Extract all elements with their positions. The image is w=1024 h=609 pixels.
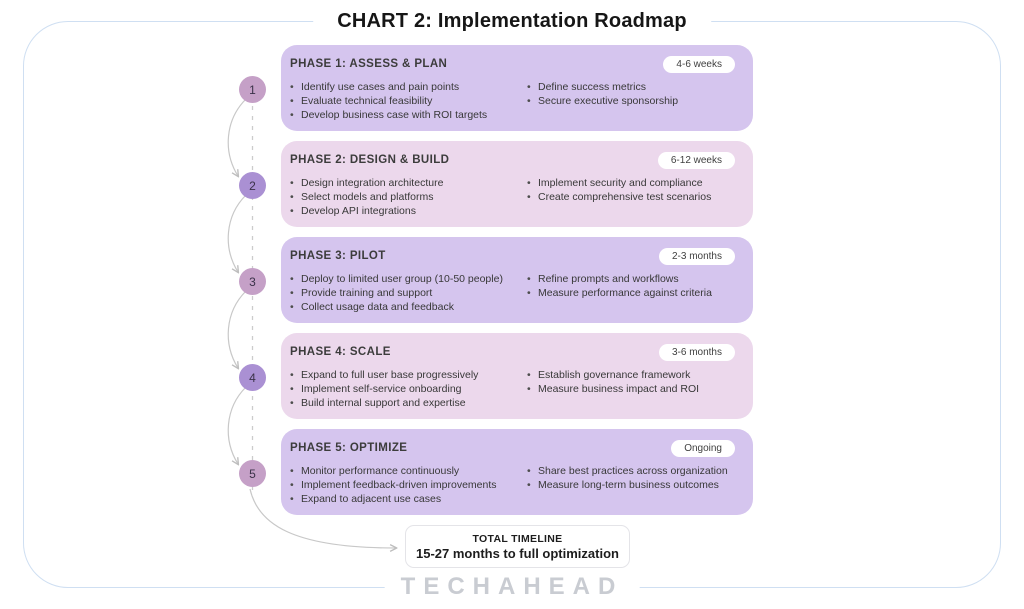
phase-card-4: PHASE 4: SCALE 3-6 months Expand to full… <box>281 333 753 419</box>
bullet-item: Evaluate technical feasibility <box>290 94 527 108</box>
phase-number-1: 1 <box>239 76 266 103</box>
phase-bullets-left: Deploy to limited user group (10-50 peop… <box>290 272 527 314</box>
curve-arrow-to-timeline <box>249 488 396 548</box>
bullet-item: Expand to adjacent use cases <box>290 492 527 506</box>
bullet-item: Define success metrics <box>527 80 737 94</box>
phase-duration-badge: 3-6 months <box>658 344 735 361</box>
phase-bullets-right: Establish governance framework Measure b… <box>527 368 737 410</box>
bullet-item: Build internal support and expertise <box>290 396 527 410</box>
bullet-item: Measure long-term business outcomes <box>527 478 737 492</box>
phase-duration-badge: Ongoing <box>671 440 735 457</box>
bullet-item: Create comprehensive test scenarios <box>527 190 737 204</box>
bullet-item: Develop API integrations <box>290 204 527 218</box>
phase-title: PHASE 4: SCALE <box>290 346 391 358</box>
curve-arrow-4-5 <box>227 386 247 464</box>
page-title: CHART 2: Implementation Roadmap <box>313 10 711 33</box>
phase-bullets-right: Refine prompts and workflows Measure per… <box>527 272 737 314</box>
phase-title: PHASE 3: PILOT <box>290 250 386 262</box>
techahead-logo: TECHAHEAD <box>384 573 640 601</box>
bullet-item: Measure performance against criteria <box>527 286 737 300</box>
phase-duration-badge: 2-3 months <box>658 248 735 265</box>
curve-arrow-1-2 <box>227 98 247 176</box>
phase-duration-badge: 6-12 weeks <box>657 152 735 169</box>
bullet-item: Monitor performance continuously <box>290 464 527 478</box>
phase-bullets-left: Identify use cases and pain points Evalu… <box>290 80 527 122</box>
phase-number-3: 3 <box>239 268 266 295</box>
bullet-item: Measure business impact and ROI <box>527 382 737 396</box>
phase-number-5: 5 <box>239 460 266 487</box>
total-timeline-label: TOTAL TIMELINE <box>472 532 563 545</box>
bullet-item: Expand to full user base progressively <box>290 368 527 382</box>
bullet-item: Share best practices across organization <box>527 464 737 478</box>
phase-card-2: PHASE 2: DESIGN & BUILD 6-12 weeks Desig… <box>281 141 753 227</box>
bullet-item: Design integration architecture <box>290 176 527 190</box>
phase-bullets-left: Expand to full user base progressively I… <box>290 368 527 410</box>
bullet-item: Identify use cases and pain points <box>290 80 527 94</box>
bullet-item: Implement security and compliance <box>527 176 737 190</box>
bullet-item: Implement feedback-driven improvements <box>290 478 527 492</box>
bullet-item: Establish governance framework <box>527 368 737 382</box>
phase-bullets-left: Monitor performance continuously Impleme… <box>290 464 527 506</box>
phase-card-1: PHASE 1: ASSESS & PLAN 4-6 weeks Identif… <box>281 45 753 131</box>
bullet-item: Provide training and support <box>290 286 527 300</box>
phase-title: PHASE 5: OPTIMIZE <box>290 442 408 454</box>
curve-arrow-2-3 <box>227 194 247 272</box>
curve-arrow-3-4 <box>227 290 247 368</box>
phase-card-5: PHASE 5: OPTIMIZE Ongoing Monitor perfor… <box>281 429 753 515</box>
phase-bullets-right: Share best practices across organization… <box>527 464 737 506</box>
phase-bullets-right: Implement security and compliance Create… <box>527 176 737 218</box>
bullet-item: Secure executive sponsorship <box>527 94 737 108</box>
bullet-item: Collect usage data and feedback <box>290 300 527 314</box>
phase-title: PHASE 1: ASSESS & PLAN <box>290 58 448 70</box>
total-timeline-box: TOTAL TIMELINE 15-27 months to full opti… <box>405 525 630 568</box>
phase-bullets-right: Define success metrics Secure executive … <box>527 80 737 122</box>
phase-card-3: PHASE 3: PILOT 2-3 months Deploy to limi… <box>281 237 753 323</box>
bullet-item: Refine prompts and workflows <box>527 272 737 286</box>
bullet-item: Develop business case with ROI targets <box>290 108 527 122</box>
phase-title: PHASE 2: DESIGN & BUILD <box>290 154 450 166</box>
phase-duration-badge: 4-6 weeks <box>663 56 735 73</box>
phase-number-2: 2 <box>239 172 266 199</box>
bullet-item: Select models and platforms <box>290 190 527 204</box>
phase-bullets-left: Design integration architecture Select m… <box>290 176 527 218</box>
bullet-item: Implement self-service onboarding <box>290 382 527 396</box>
total-timeline-value: 15-27 months to full optimization <box>416 545 619 561</box>
phase-number-4: 4 <box>239 364 266 391</box>
bullet-item: Deploy to limited user group (10-50 peop… <box>290 272 527 286</box>
